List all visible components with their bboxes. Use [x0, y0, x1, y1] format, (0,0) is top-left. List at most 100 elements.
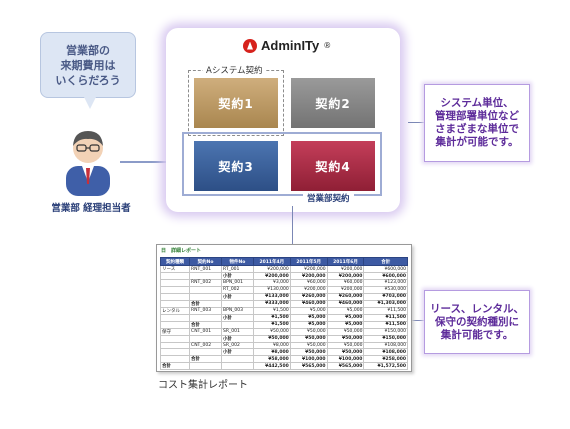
- table-cell: [189, 348, 223, 357]
- table-cell: [159, 348, 191, 357]
- table-cell: [159, 272, 191, 280]
- table-cell: [221, 355, 254, 364]
- table-cell: ¥600,000: [363, 272, 408, 280]
- bubble-line-1: 営業部の: [66, 43, 110, 57]
- table-row: 合計¥333,000¥460,000¥460,000¥1,303,000: [159, 299, 408, 308]
- table-cell: [159, 313, 191, 322]
- table-cell: [189, 334, 223, 343]
- table-cell: ¥11,500: [363, 313, 408, 322]
- contract-4-tile[interactable]: 契約4: [291, 141, 375, 191]
- logo-text: AdminITy: [261, 38, 320, 53]
- table-cell: ¥5,000: [289, 320, 328, 329]
- speech-bubble: 営業部の 来期費用は いくらだろう: [40, 32, 136, 98]
- table-cell: ¥60,000: [326, 279, 365, 287]
- table-cell: レンタル: [159, 306, 191, 315]
- table-cell: [159, 285, 191, 294]
- table-cell: ¥8,000: [252, 341, 291, 350]
- table-cell: CNT_001: [189, 327, 223, 336]
- table-cell: [189, 272, 223, 280]
- adminity-logo: AdminITy ®: [243, 38, 331, 53]
- report-column-header: 2011年5月: [289, 257, 328, 266]
- table-cell: [159, 299, 191, 308]
- table-cell: ¥50,000: [326, 327, 365, 336]
- connector-line: [120, 161, 178, 163]
- table-cell: BPN_001: [221, 279, 254, 287]
- table-row: 小計¥200,000¥200,000¥200,000¥600,000: [159, 272, 408, 280]
- report-column-header: 2011年4月: [252, 257, 291, 266]
- report-caption: コスト集計レポート: [158, 380, 248, 391]
- note-line: 集計可能です。: [440, 328, 514, 341]
- table-cell: ¥600,000: [363, 265, 408, 273]
- table-cell: ¥100,000: [326, 355, 365, 364]
- bubble-line-3: いくらだろう: [55, 73, 121, 87]
- table-cell: ¥442,500: [252, 362, 291, 371]
- contract-2-tile[interactable]: 契約2: [291, 78, 375, 128]
- report-connector: [292, 206, 293, 244]
- table-cell: RNT_003: [189, 306, 223, 315]
- table-row: 合計¥1,500¥5,000¥5,000¥11,500: [159, 320, 408, 329]
- contract-1-tile[interactable]: 契約1: [194, 78, 278, 128]
- table-row: RT_002¥130,000¥200,000¥200,000¥530,000: [159, 285, 408, 294]
- note-line: 管理部署単位など: [435, 110, 519, 122]
- table-cell: ¥200,000: [252, 265, 291, 273]
- table-cell: 小計: [221, 313, 254, 322]
- report-column-header: 物件No: [221, 257, 254, 266]
- table-cell: ¥5,000: [326, 320, 365, 329]
- table-cell: 小計: [221, 334, 254, 343]
- table-cell: [221, 362, 254, 371]
- table-cell: [159, 279, 191, 287]
- table-row: 小計¥1,500¥5,000¥5,000¥11,500: [159, 313, 408, 322]
- table-cell: ¥200,000: [326, 285, 365, 294]
- table-cell: ¥50,000: [326, 341, 365, 350]
- table-cell: RNT_002: [189, 279, 223, 287]
- table-cell: [189, 292, 223, 301]
- table-cell: ¥333,000: [252, 299, 291, 308]
- table-cell: ¥11,500: [363, 306, 408, 315]
- table-cell: ¥150,000: [363, 327, 408, 336]
- table-cell: [159, 334, 191, 343]
- table-cell: ¥8,000: [252, 348, 291, 357]
- table-cell: ¥50,000: [289, 327, 328, 336]
- table-cell: ¥460,000: [326, 299, 365, 308]
- accountant-person-icon: [66, 131, 110, 196]
- adminity-logo-icon: [243, 38, 257, 53]
- table-cell: ¥108,000: [363, 341, 408, 350]
- table-cell: ¥11,500: [363, 320, 408, 329]
- table-cell: ¥5,000: [289, 306, 328, 315]
- bubble-line-2: 来期費用は: [60, 58, 116, 72]
- table-cell: ¥5,000: [326, 306, 365, 315]
- table-cell: RT_001: [221, 265, 254, 273]
- note-line: さまざまな単位で: [435, 123, 519, 135]
- table-cell: ¥1,500: [252, 320, 291, 329]
- table-cell: ¥530,000: [363, 285, 408, 294]
- table-cell: [159, 320, 191, 329]
- sales-dept-group-frame: [182, 132, 382, 196]
- table-cell: 合計: [189, 299, 223, 308]
- table-cell: ¥460,000: [289, 299, 328, 308]
- table-cell: ¥60,000: [289, 279, 328, 287]
- sales-dept-group-label: 営業部契約: [303, 192, 354, 204]
- table-cell: ¥200,000: [289, 285, 328, 294]
- table-cell: ¥260,000: [289, 292, 328, 301]
- report-column-header: 契約No: [189, 257, 223, 266]
- table-cell: ¥1,572,500: [363, 362, 408, 371]
- table-cell: [189, 362, 223, 371]
- note-line: システム単位、: [440, 97, 514, 109]
- table-cell: ¥565,000: [326, 362, 365, 371]
- table-cell: [221, 320, 254, 329]
- note-line: 集計が可能です。: [435, 136, 519, 148]
- logo-trademark: ®: [323, 41, 332, 50]
- table-cell: 小計: [221, 292, 254, 301]
- table-cell: 小計: [221, 272, 254, 280]
- table-cell: ¥50,000: [289, 348, 328, 357]
- table-cell: 合計: [189, 355, 223, 364]
- table-cell: ¥50,000: [289, 334, 328, 343]
- table-cell: 小計: [221, 348, 254, 357]
- contract-3-tile[interactable]: 契約3: [194, 141, 278, 191]
